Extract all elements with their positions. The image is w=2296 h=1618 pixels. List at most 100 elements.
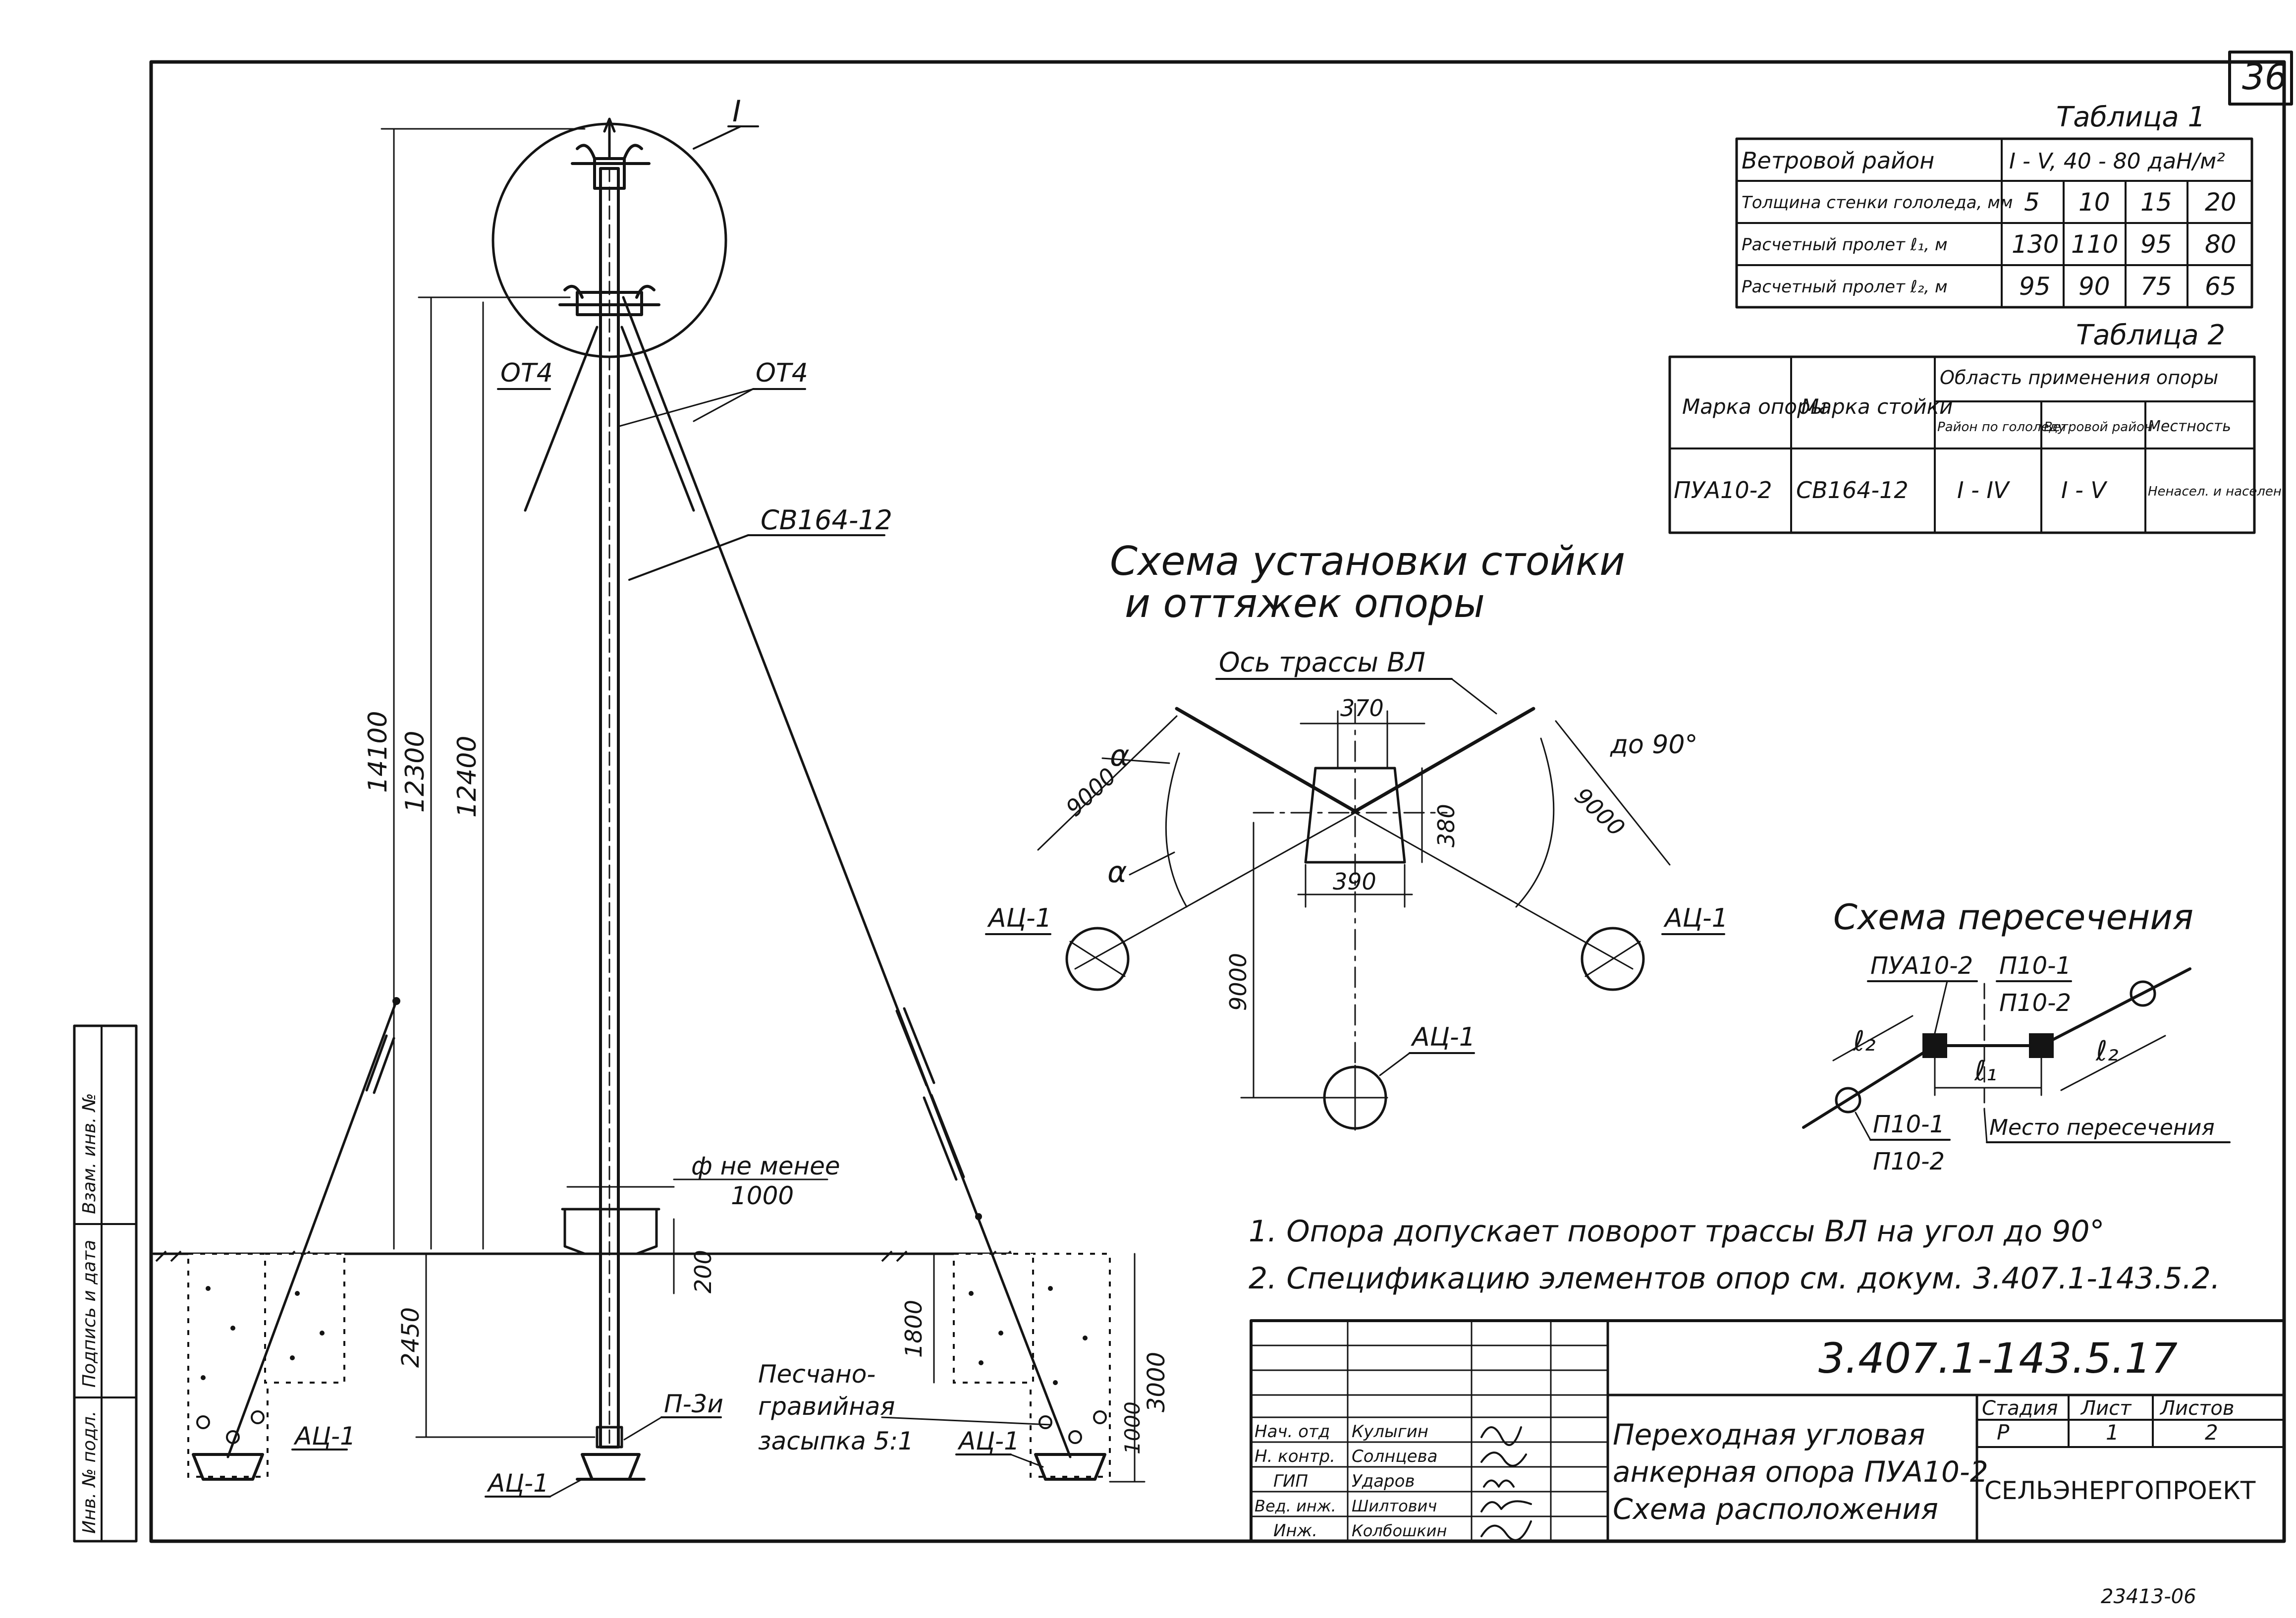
- tb-sheets: 2: [2205, 1420, 2218, 1445]
- side-stamp: Инв. № подл. Подпись и дата Взам. инв. №: [73, 1024, 138, 1543]
- backfill-label-3: засыпка 5:1: [758, 1427, 914, 1455]
- table2-row-wind: I - V: [2061, 477, 2108, 503]
- table1-r3c3: 75: [2140, 272, 2172, 301]
- table1-r2c1: 130: [2012, 230, 2059, 259]
- tb-stage-label: Стадия: [1982, 1397, 2058, 1420]
- dim-1800: 1800: [900, 1300, 927, 1358]
- table2-row-ice: I - IV: [1957, 477, 2011, 503]
- table1-r2c3: 95: [2140, 230, 2172, 259]
- guy-label-right: ОТ4: [756, 358, 808, 388]
- crossing-support-right: [2029, 1033, 2054, 1058]
- crossing-line-bottom-2: П10-2: [1873, 1148, 1945, 1175]
- outer-frame: [149, 60, 2286, 1543]
- elevation-view: I ОТ4 ОТ4 СВ164-12 14100 12300 12400: [152, 94, 1170, 1498]
- table2-sub-terrain: Местность: [2148, 418, 2231, 435]
- table2-col-scope: Область применения опоры: [1940, 367, 2218, 389]
- tb-name-2: Солнцева: [1352, 1447, 1437, 1466]
- dim-12300: 12300: [400, 731, 430, 813]
- table2-sub-wind: Ветровой район: [2044, 420, 2153, 435]
- table1-row2-label: Расчетный пролет ℓ₁, м: [1742, 235, 1948, 255]
- plan-anchor-label-right: АЦ-1: [1663, 903, 1728, 933]
- table2-row-support: ПУА10-2: [1674, 477, 1772, 503]
- guy-label-left: ОТ4: [500, 358, 553, 388]
- crossing-support-label: ПУА10-2: [1870, 952, 1973, 980]
- table1-r1c2: 10: [2078, 188, 2110, 217]
- table2-col-support: Марка опоры: [1682, 394, 1827, 419]
- plan-title-2: и оттяжек опоры: [1125, 580, 1485, 626]
- plan-anchor-right: [1581, 927, 1645, 991]
- crossing-title: Схема пересечения: [1833, 897, 2193, 938]
- plan-dim-370: 370: [1340, 695, 1384, 722]
- crossarm-lower: [558, 284, 660, 306]
- pit-right-inner: [953, 1253, 1034, 1384]
- guy-main-right: [622, 296, 1072, 1458]
- backfill-label-1: Песчано-: [758, 1360, 875, 1389]
- tb-name-5: Колбошкин: [1352, 1521, 1447, 1540]
- table2-row-post: СВ164-12: [1796, 477, 1909, 503]
- title-block: 3.407.1-143.5.17 Переходная угловая анке…: [1250, 1319, 2286, 1543]
- backfill-label-2: гравийная: [758, 1392, 895, 1421]
- crossing-support-left: [1922, 1033, 1947, 1058]
- plan-route-left: [1175, 707, 1360, 815]
- tb-sheets-label: Листов: [2159, 1397, 2234, 1420]
- sheet-number-box: [2228, 51, 2293, 106]
- dim-12400: 12400: [452, 736, 482, 818]
- callout-label: I: [732, 94, 741, 129]
- post-label: СВ164-12: [761, 504, 892, 536]
- tb-name-4: Шилтович: [1352, 1497, 1437, 1515]
- plan-route-right: [1351, 707, 1535, 815]
- tb-code: 3.407.1-143.5.17: [1818, 1334, 2178, 1383]
- plan-dim-380: 380: [1433, 804, 1460, 847]
- footer-code: 23413-06: [2101, 1585, 2196, 1608]
- note-2: 2. Спецификацию элементов опор см. докум…: [1249, 1261, 2220, 1296]
- tb-title-1: Переходная угловая: [1613, 1418, 1925, 1451]
- plan-scheme: Схема установки стойки и оттяжек опоры О…: [985, 538, 1728, 1131]
- table1-r1c4: 20: [2205, 188, 2237, 217]
- table1-r1c1: 5: [2024, 188, 2040, 217]
- table1-caption: Таблица 1: [2056, 101, 2205, 133]
- crossing-l2-left: ℓ₂: [1853, 1025, 1876, 1058]
- plan-dim-9000-vert: 9000: [1225, 953, 1252, 1011]
- plan-title-1: Схема установки стойки: [1110, 538, 1625, 584]
- dim-1000: 1000: [1120, 1401, 1145, 1454]
- crossarm-top: [571, 144, 651, 165]
- table2-row-terrain: Ненасел. и населен.: [2148, 484, 2286, 499]
- plate-label: П-3и: [664, 1390, 723, 1418]
- tb-title-3: Схема расположения: [1613, 1492, 1938, 1526]
- table1-r1c3: 15: [2140, 188, 2172, 217]
- crossing-scheme: Схема пересечения ПУА10-2 П10-1 П10-2 ℓ₂…: [1802, 897, 2231, 1175]
- tb-role-1: Нач. отд: [1255, 1422, 1330, 1442]
- anchor-plate-right: [1034, 1453, 1106, 1481]
- anchor-plate-left: [192, 1453, 264, 1481]
- dim-3000: 3000: [1143, 1352, 1170, 1412]
- plan-axis-label: Ось трассы ВЛ: [1219, 647, 1425, 678]
- table1-row1-label: Толщина стенки гололеда, мм: [1742, 193, 2013, 213]
- table1-r2c2: 110: [2071, 230, 2118, 259]
- tb-role-2: Н. контр.: [1255, 1447, 1335, 1466]
- anchor-label-right: АЦ-1: [957, 1427, 1020, 1455]
- dia-note-2: 1000: [731, 1181, 794, 1210]
- guy-main-left: [226, 1000, 398, 1458]
- crossing-place: Место пересечения: [1989, 1115, 2215, 1140]
- note-1: 1. Опора допускает поворот трассы ВЛ на …: [1249, 1214, 2105, 1249]
- tb-signatures: [1480, 1426, 1532, 1541]
- dim-14100: 14100: [363, 711, 393, 793]
- plan-dim-9000-right: 9000: [1569, 782, 1630, 841]
- plan-alpha-1: α: [1110, 738, 1130, 773]
- tb-role-3: ГИП: [1273, 1471, 1308, 1491]
- pit-left: [187, 1253, 269, 1478]
- plan-angle-90: до 90°: [1610, 730, 1697, 760]
- tb-sheet-label: Лист: [2080, 1397, 2132, 1420]
- dim-200: 200: [690, 1250, 716, 1293]
- table2-sub-ice: Район по гололеду: [1937, 420, 2066, 435]
- anchor-label-center: АЦ-1: [487, 1469, 549, 1498]
- table1-r2c4: 80: [2205, 230, 2237, 259]
- table1-r3c1: 95: [2019, 272, 2051, 301]
- callout-circle: [492, 122, 727, 358]
- tb-org: СЕЛЬЭНЕРГОПРОЕКТ: [1984, 1476, 2256, 1505]
- tb-sheet: 1: [2106, 1420, 2119, 1445]
- tb-role-5: Инж.: [1273, 1521, 1317, 1541]
- sheet-number: 36: [2242, 56, 2288, 98]
- table1-r3c4: 65: [2205, 272, 2237, 301]
- table1-r3c2: 90: [2078, 272, 2110, 301]
